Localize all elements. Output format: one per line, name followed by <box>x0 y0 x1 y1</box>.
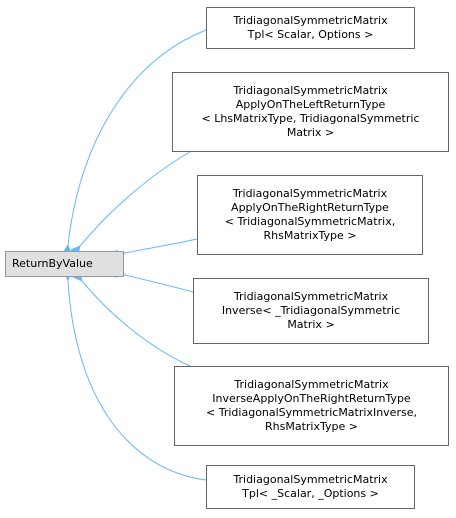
edge-to-node-4 <box>115 268 194 293</box>
node-line: RhsMatrixType > <box>265 420 358 433</box>
node-line: Inverse< _TridiagonalSymmetric <box>221 304 401 317</box>
node-line: Tpl< Scalar, Options > <box>247 28 374 41</box>
edge-to-node-3 <box>115 238 198 260</box>
node-line: < TridiagonalSymmetricMatrix, <box>224 215 396 228</box>
node-line: ApplyOnTheRightReturnType <box>231 201 389 214</box>
node-line: Matrix > <box>286 126 335 139</box>
edge-to-node-5 <box>72 270 191 367</box>
node-tridiagonal-tpl-underscore[interactable]: TridiagonalSymmetricMatrix Tpl< _Scalar,… <box>206 465 415 509</box>
node-line: ApplyOnTheLeftReturnType <box>235 98 386 111</box>
node-inverse[interactable]: TridiagonalSymmetricMatrix Inverse< _Tri… <box>193 278 429 344</box>
edge-to-node-6 <box>62 270 207 481</box>
edge-to-node-1 <box>62 29 207 255</box>
node-line: RhsMatrixType > <box>263 229 357 242</box>
node-line: < LhsMatrixType, TridiagonalSymmetric <box>201 112 420 125</box>
node-tridiagonal-tpl[interactable]: TridiagonalSymmetricMatrix Tpl< Scalar, … <box>206 7 415 49</box>
edge-to-node-2 <box>70 151 191 257</box>
node-line: InverseApplyOnTheRightReturnType <box>212 392 411 405</box>
node-line: Tpl< _Scalar, _Options > <box>242 487 379 500</box>
node-line: TridiagonalSymmetricMatrix <box>233 84 388 97</box>
node-label: ReturnByValue <box>12 257 93 270</box>
node-apply-on-the-left[interactable]: TridiagonalSymmetricMatrix ApplyOnTheLef… <box>172 72 449 152</box>
node-line: TridiagonalSymmetricMatrix <box>233 290 389 303</box>
node-return-by-value[interactable]: ReturnByValue <box>5 251 124 277</box>
node-line: TridiagonalSymmetricMatrix <box>234 378 389 391</box>
node-inverse-apply-on-the-right[interactable]: TridiagonalSymmetricMatrix InverseApplyO… <box>174 366 449 446</box>
node-line: Matrix > <box>287 318 335 331</box>
node-line: TridiagonalSymmetricMatrix <box>233 14 388 27</box>
node-line: TridiagonalSymmetricMatrix <box>233 473 388 486</box>
node-apply-on-the-right[interactable]: TridiagonalSymmetricMatrix ApplyOnTheRig… <box>197 175 423 255</box>
node-line: < TridiagonalSymmetricMatrixInverse, <box>206 406 417 419</box>
node-line: TridiagonalSymmetricMatrix <box>232 187 388 200</box>
